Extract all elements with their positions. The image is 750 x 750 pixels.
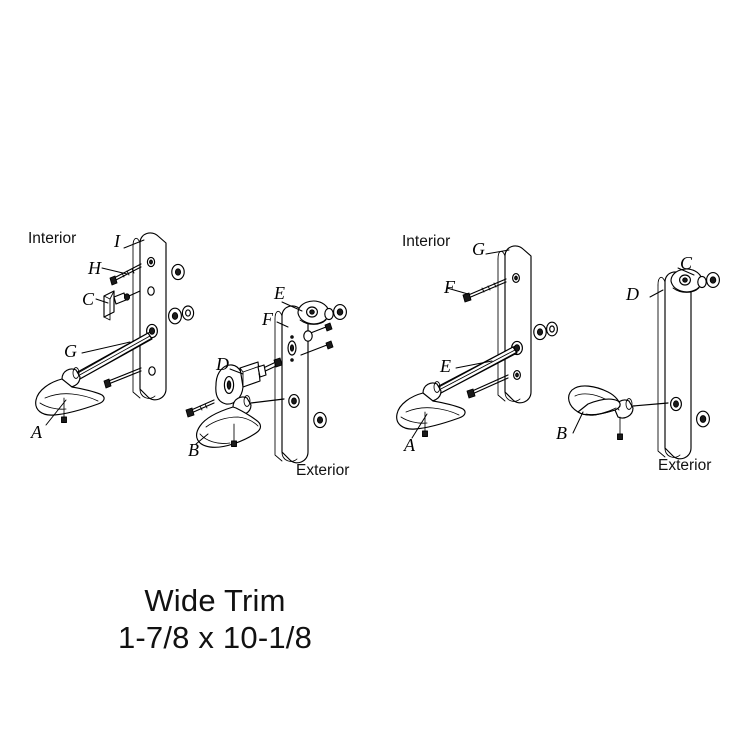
left-exterior-washers — [313, 411, 327, 429]
left-mounting-screw-lower — [103, 367, 142, 389]
left-callout-H: H — [87, 258, 102, 278]
right-interior-lever-handle — [396, 381, 466, 437]
left-interior-lever-handle — [35, 367, 105, 423]
left-callout-A: A — [30, 422, 43, 442]
left-cylinder-collar — [297, 300, 347, 356]
right-mounting-screw-upper — [462, 278, 507, 303]
left-leader-lines — [45, 239, 303, 445]
right-exterior-escutcheon-plate — [657, 271, 692, 460]
right-exterior-lever-handle — [568, 385, 669, 440]
left-thumbturn — [103, 290, 141, 321]
right-exterior-label: Exterior — [658, 457, 711, 474]
assembly-left: Interior Exterior I H C G A B D E F — [28, 230, 349, 479]
left-interior-escutcheon-plate — [132, 232, 167, 401]
left-callout-G: G — [64, 341, 77, 361]
right-interior-label: Interior — [402, 233, 450, 250]
left-callout-I: I — [113, 231, 121, 251]
left-exterior-label: Exterior — [296, 462, 349, 479]
right-callout-B: B — [556, 423, 567, 443]
figure-caption: Wide Trim 1-7/8 x 10-1/8 — [0, 583, 430, 656]
left-callout-F: F — [261, 309, 274, 329]
left-callout-E: E — [273, 283, 285, 303]
right-callout-E: E — [439, 356, 451, 376]
right-interior-escutcheon-plate — [497, 245, 532, 404]
right-leader-lines — [411, 249, 695, 439]
right-callout-D: D — [625, 284, 639, 304]
left-callout-B: B — [188, 440, 199, 460]
left-callout-D: D — [215, 354, 229, 374]
left-cylinder — [215, 357, 283, 405]
left-exterior-escutcheon-plate — [274, 305, 309, 464]
assembly-right: Interior Exterior G F E A B C D — [396, 233, 720, 474]
right-exterior-washers — [696, 410, 710, 428]
caption-title: Wide Trim — [144, 583, 286, 618]
caption-dimensions: 1-7/8 x 10-1/8 — [117, 619, 313, 655]
left-exterior-lever-handle — [196, 395, 285, 448]
right-spindle — [433, 345, 518, 396]
right-cylinder-collar — [670, 268, 720, 293]
left-mounting-screw-upper — [109, 263, 142, 286]
right-callout-F: F — [443, 277, 456, 297]
right-callout-C: C — [680, 253, 693, 273]
left-spindle — [72, 331, 153, 382]
right-callout-G: G — [472, 239, 485, 259]
right-interior-washers — [533, 321, 558, 341]
left-callout-C: C — [82, 289, 95, 309]
left-cylinder-screw — [185, 399, 215, 418]
right-mounting-screw-lower — [466, 374, 509, 399]
left-interior-label: Interior — [28, 230, 76, 247]
left-interior-washers — [168, 263, 195, 325]
right-callout-A: A — [403, 435, 416, 455]
